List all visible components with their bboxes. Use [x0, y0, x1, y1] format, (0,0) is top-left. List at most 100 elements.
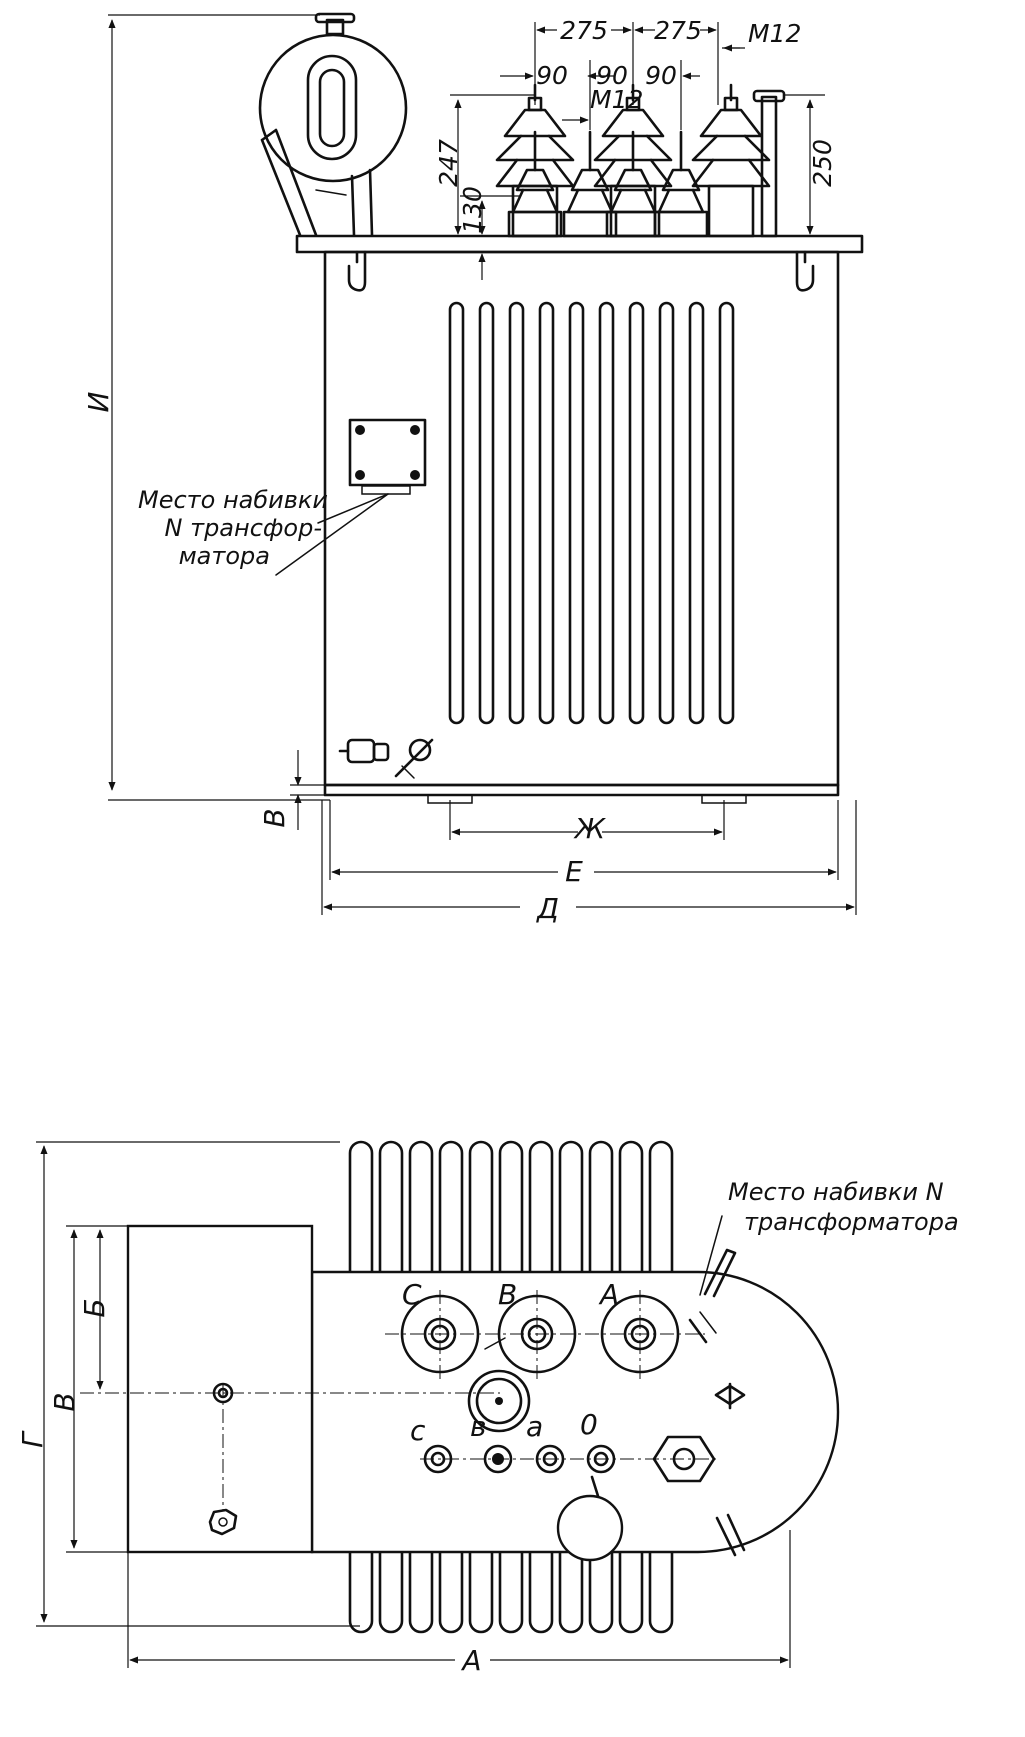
nameplate-note-line1: Место набивки — [138, 486, 328, 514]
radiator-tube — [658, 301, 675, 725]
dim-base: В — [258, 750, 325, 830]
lv-label-c: c — [410, 1414, 426, 1447]
dim-m12-top: M12 — [748, 19, 801, 48]
radiator-fin — [378, 1140, 404, 1284]
side-view: И В Ж Е — [82, 12, 864, 925]
hv-label-a: A — [598, 1278, 619, 1311]
dim-90-a: 90 — [536, 61, 568, 90]
nameplate-note-line2: N трансфор- — [165, 514, 323, 542]
lv-bushing — [653, 130, 709, 238]
radiator-fin — [468, 1140, 494, 1284]
dim-d-label: Д — [535, 892, 559, 925]
radiator-fin — [648, 1540, 674, 1634]
dim-e: Е — [329, 800, 839, 888]
lv-bushings-top — [423, 1444, 616, 1474]
radiator-fin — [498, 1540, 524, 1634]
dim-130: 130 — [458, 186, 487, 234]
dim-height-label: И — [82, 391, 115, 412]
radiator-fin — [618, 1140, 644, 1284]
hv-bushing-top — [600, 1290, 680, 1380]
radiator-tube — [598, 301, 615, 725]
top-note: Место набивки N трансформатора — [699, 1178, 959, 1296]
hv-bushing — [691, 83, 771, 238]
dim-d: Д — [321, 800, 857, 925]
hv-bushing-top — [400, 1290, 480, 1380]
radiator-fin — [468, 1540, 494, 1634]
radiator-tube — [718, 301, 735, 725]
breather — [752, 89, 786, 238]
dim-top-spacing: 275 275 M12 — [534, 16, 801, 105]
radiator-fin — [408, 1540, 434, 1634]
dim-247: 247 — [434, 139, 463, 187]
tank-cover — [295, 234, 864, 254]
dim-m12-mid: M12 — [590, 85, 643, 114]
nameplate-note-line3: матора — [179, 542, 270, 570]
hv-label-b: B — [498, 1278, 517, 1311]
breather-top — [652, 1435, 716, 1483]
dim-275-right: 275 — [654, 16, 702, 45]
radiator-fin — [348, 1140, 374, 1284]
top-note-line1: Место набивки N — [728, 1178, 944, 1206]
radiator-fin — [348, 1540, 374, 1634]
lv-label-0: 0 — [580, 1408, 598, 1441]
thermometer — [714, 1384, 746, 1406]
radiator-tube — [478, 301, 495, 725]
lv-bushing-top — [535, 1444, 565, 1474]
dim-90-b: 90 — [596, 61, 628, 90]
dim-zh-label: Ж — [573, 812, 607, 845]
radiator-fin — [618, 1540, 644, 1634]
dim-base-label: В — [258, 808, 291, 827]
radiator-fin — [438, 1540, 464, 1634]
grounding-bolt — [394, 738, 434, 779]
dim-bushing-heights: 247 130 — [434, 94, 535, 280]
lv-bushings — [507, 130, 709, 238]
dim-b-label: Б — [78, 1298, 111, 1317]
dim-a-label: А — [460, 1644, 481, 1677]
radiator-fin — [378, 1540, 404, 1634]
dim-v-label: В — [48, 1392, 81, 1411]
radiator-fin — [408, 1140, 434, 1284]
lv-bushing-top — [586, 1444, 616, 1474]
lv-bushing-top — [483, 1444, 513, 1474]
nameplate-mark-top — [688, 1248, 737, 1344]
radiator-tube — [508, 301, 525, 725]
rating-plate — [348, 418, 427, 495]
dim-g-label: Г — [16, 1430, 49, 1448]
radiator-fin — [588, 1140, 614, 1284]
radiator-fin — [498, 1140, 524, 1284]
dim-250: 250 — [784, 94, 837, 235]
hv-label-c: C — [402, 1278, 422, 1311]
dim-g: Г — [16, 1141, 360, 1627]
lv-label-a: a — [526, 1410, 543, 1443]
tap-switch — [467, 1337, 531, 1433]
dim-e-label: Е — [565, 855, 583, 888]
dim-lv-spacing: 90 90 90 M12 — [500, 60, 700, 130]
lv-bushing-top — [423, 1444, 453, 1474]
dim-a: А — [127, 1530, 791, 1677]
conservator-tank — [258, 12, 408, 237]
hv-bushing-top — [497, 1290, 577, 1380]
lv-bushing — [605, 130, 661, 238]
lv-label-v: в — [470, 1410, 487, 1443]
dim-250-label: 250 — [808, 139, 837, 187]
top-note-line2: трансформатора — [744, 1208, 959, 1236]
tank-body — [323, 250, 840, 787]
dim-zh: Ж — [449, 800, 725, 845]
lv-bushing — [507, 130, 563, 238]
lifting-hook-right — [795, 250, 815, 292]
radiator-fin — [528, 1140, 554, 1284]
top-view: C B A c в a 0 Место набивки N трансформа… — [16, 1140, 959, 1677]
radiator-tube — [628, 301, 645, 725]
dim-275-left: 275 — [560, 16, 608, 45]
dim-90-c: 90 — [645, 61, 677, 90]
drain-valve — [338, 738, 390, 764]
lv-bushing — [562, 130, 618, 238]
radiator-tubes — [448, 301, 735, 725]
radiator-fin — [558, 1140, 584, 1284]
nameplate-note: Место набивки N трансфор- матора — [138, 486, 389, 576]
dim-height: И — [82, 14, 330, 801]
radiator-fin — [528, 1540, 554, 1634]
radiator-fin — [438, 1140, 464, 1284]
lifting-hook-left — [347, 250, 367, 292]
